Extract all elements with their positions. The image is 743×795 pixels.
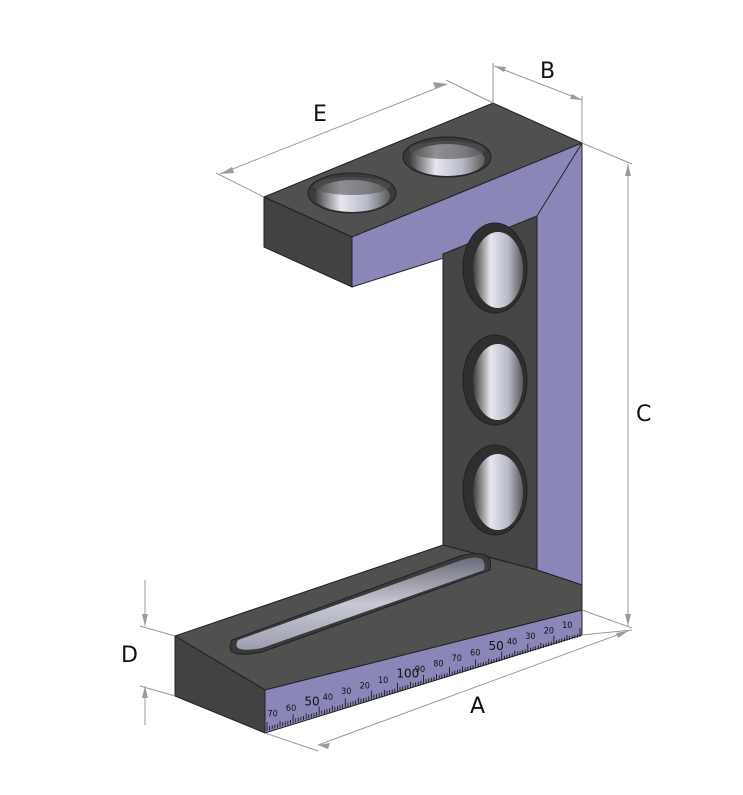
column-side-face bbox=[536, 141, 583, 586]
column-hole-2 bbox=[462, 334, 528, 426]
column-hole-1 bbox=[462, 222, 528, 314]
ruler-label: 80 bbox=[433, 660, 443, 670]
ruler-label: 90 bbox=[415, 665, 425, 675]
ruler-label: 10 bbox=[562, 621, 572, 631]
dimension-label-e: E bbox=[313, 102, 327, 127]
dimension-label-d: D bbox=[121, 643, 138, 668]
dimension-arrows bbox=[142, 66, 631, 749]
dimension-label-c: C bbox=[636, 402, 651, 427]
ruler-label: 60 bbox=[470, 649, 480, 659]
top-arm-hole-1 bbox=[307, 172, 397, 214]
ruler-label: 30 bbox=[341, 687, 351, 697]
dimension-lines bbox=[139, 63, 633, 752]
ruler-label: 20 bbox=[360, 682, 370, 692]
ruler-label: 50 bbox=[304, 694, 319, 708]
top-arm-hole-2 bbox=[402, 136, 492, 178]
ruler-label: 70 bbox=[268, 709, 278, 719]
column-hole-3 bbox=[462, 444, 528, 536]
ruler-label: 40 bbox=[323, 693, 333, 703]
ruler-label: 20 bbox=[544, 626, 554, 636]
ruler-label: 30 bbox=[525, 632, 535, 642]
dimension-label-b: B bbox=[540, 59, 555, 84]
ruler-label: 40 bbox=[507, 637, 517, 647]
base-slot bbox=[229, 553, 492, 655]
ruler-label: 10 bbox=[378, 676, 388, 686]
ruler-label: 100 bbox=[396, 667, 419, 681]
dimension-label-a: A bbox=[470, 694, 485, 719]
ruler-label: 50 bbox=[488, 639, 503, 653]
ruler-label: 60 bbox=[286, 704, 296, 714]
ruler-label: 70 bbox=[452, 654, 462, 664]
